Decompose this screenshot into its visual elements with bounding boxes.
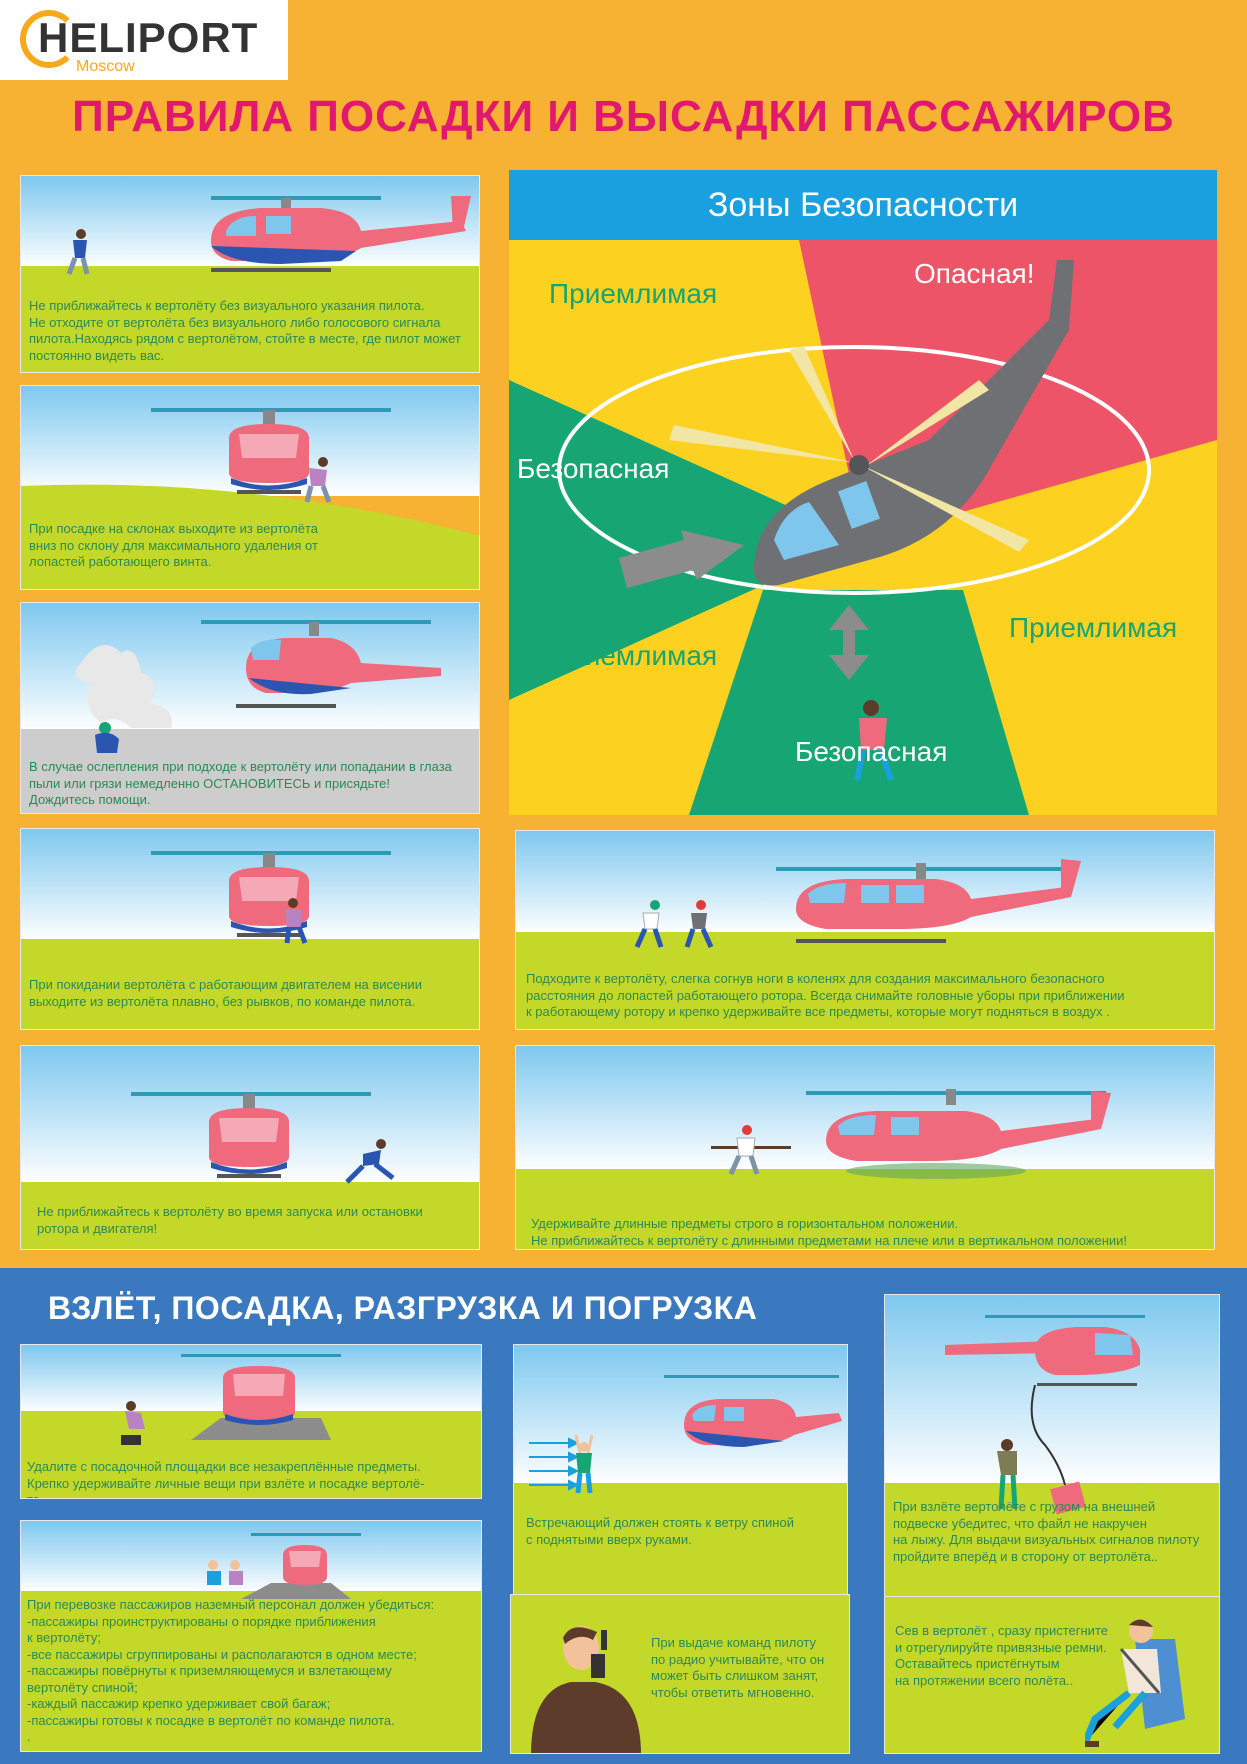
panel-startup-warning: Не приближайтесь к вертолёту во время за… (20, 1045, 480, 1250)
cargo-rope-icon (997, 1385, 1086, 1515)
panel-text: Удалите с посадочной площадки все незакр… (27, 1459, 425, 1498)
helicopter-front-icon (151, 851, 391, 937)
panel-text: При покидании вертолёта с работающим дви… (29, 977, 422, 1009)
helicopter-front-icon (207, 1533, 361, 1599)
page-title: ПРАВИЛА ПОСАДКИ И ВЫСАДКИ ПАССАЖИРОВ (72, 92, 1175, 141)
panel-text: Не приближайтесь к вертолёту во время за… (37, 1204, 423, 1236)
panel-text: При выдаче команд пилоту по радио учитыв… (651, 1635, 825, 1700)
panel-approach-crouch: Подходите к вертолёту, слегка согнув ног… (515, 830, 1215, 1030)
person-seated-icon (1085, 1619, 1185, 1747)
panel-radio: При выдаче команд пилоту по радио учитыв… (510, 1594, 850, 1754)
people-crouching-icon (634, 900, 714, 949)
panel-clear-pad: Удалите с посадочной площадки все незакр… (20, 1344, 482, 1499)
person-running-icon (345, 1139, 395, 1184)
panel-text: При взлёте вертолёте с грузом на внешней… (893, 1499, 1200, 1564)
double-arrow-icon (829, 605, 869, 680)
panel-text: Встречающий должен стоять к ветру спиной… (526, 1515, 794, 1547)
person-icon (284, 898, 308, 944)
rotor-disc (557, 345, 1151, 595)
panel-passenger-briefing: При перевозке пассажиров наземный персон… (20, 1520, 482, 1752)
panel-approach-signal: Не приближайтесь к вертолёту без визуаль… (20, 175, 480, 373)
helicopter-side-icon (211, 196, 471, 272)
person-arms-up-icon (574, 1435, 594, 1494)
panel-blinded-stop: В случае ослепления при подходе к вертол… (20, 602, 480, 814)
panel-external-load: При взлёте вертолёте с грузом на внешней… (884, 1294, 1220, 1600)
logo-word: HELIPORT (38, 14, 259, 61)
zone-label-acceptable: Приемлимая (1009, 612, 1178, 643)
helicopter-side-icon (945, 1315, 1145, 1386)
person-carrying-pole-icon (711, 1125, 791, 1176)
helicopter-front-icon (131, 1092, 371, 1178)
helicopter-side-icon (201, 620, 441, 708)
zones-title: Зоны Безопасности (509, 170, 1217, 240)
wind-arrows-icon (529, 1437, 580, 1491)
panel-text: Удерживайте длинные предметы строго в го… (531, 1216, 1128, 1248)
person-icon (304, 457, 332, 503)
section-title: ВЗЛЁТ, ПОСАДКА, РАЗГРУЗКА И ПОГРУЗКА (48, 1290, 758, 1326)
zone-safe-bottom (689, 590, 1029, 815)
logo-sub: Moscow (76, 58, 135, 75)
panel-text: Подходите к вертолёту, слегка согнув ног… (526, 971, 1125, 1019)
panel-seatbelt: Сев в вертолёт , сразу пристегните и отр… (884, 1596, 1220, 1754)
helicopter-side-icon (664, 1375, 842, 1447)
helicopter-front-icon (181, 1354, 341, 1440)
dust-cloud-icon (75, 645, 172, 728)
double-arrow-icon (619, 530, 744, 588)
logo-ring-icon (20, 10, 78, 68)
panel-text: В случае ослепления при подходе к вертол… (29, 759, 452, 807)
helicopter-front-icon (151, 408, 391, 494)
zone-label-acceptable: Приемлимая (549, 640, 718, 671)
zone-label-dangerous: Опасная! (914, 258, 1035, 289)
person-icon (66, 229, 90, 275)
zone-label-safe: Безопасная (517, 453, 670, 484)
panel-hover-exit: При покидании вертолёта с работающим дви… (20, 828, 480, 1030)
helicopter-side-icon (776, 859, 1081, 943)
panel-text: Не приближайтесь к вертолёту без визуаль… (29, 298, 461, 363)
panel-long-objects: Удерживайте длинные предметы строго в го… (515, 1045, 1215, 1250)
person-crouching-icon (95, 722, 119, 753)
panel-marshaller: Встречающий должен стоять к ветру спиной… (513, 1344, 848, 1599)
helicopter-side-icon (806, 1089, 1111, 1179)
heliport-logo: HELIPORT Moscow (0, 0, 288, 80)
person-bending-icon (121, 1401, 145, 1445)
helicopter-top-icon (754, 320, 1069, 586)
zone-label-safe: Безопасная (795, 736, 948, 767)
zone-label-acceptable: Приемлимая (549, 278, 718, 309)
panel-slope-exit: При посадке на склонах выходите из верто… (20, 385, 480, 590)
panel-text: Сев в вертолёт , сразу пристегните и отр… (895, 1623, 1108, 1688)
safety-zones-diagram: Зоны Безопасности Приемлимая Опасная! Бе… (509, 170, 1217, 815)
person-radio-icon (531, 1626, 641, 1753)
panel-text: При посадке на склонах выходите из верто… (29, 521, 318, 569)
panel-text: При перевозке пассажиров наземный персон… (27, 1597, 435, 1744)
